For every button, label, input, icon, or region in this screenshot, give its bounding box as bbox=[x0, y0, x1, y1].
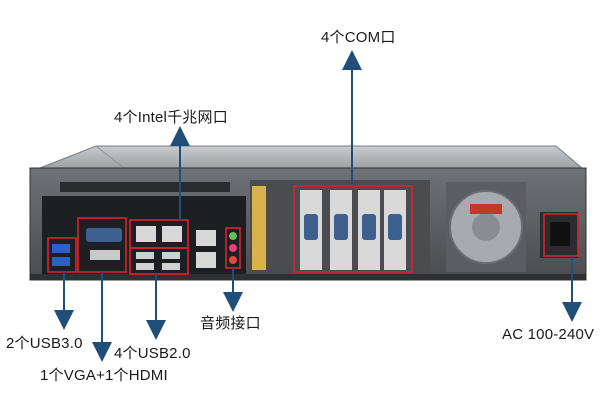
audio-jack bbox=[229, 244, 237, 252]
usb2-port bbox=[136, 263, 154, 270]
com-port bbox=[334, 214, 348, 240]
lan-port bbox=[196, 252, 216, 268]
audio-label: 音频接口 bbox=[200, 315, 261, 332]
power-label: AC 100-240V bbox=[502, 326, 595, 343]
com-label: 4个COM口 bbox=[321, 29, 396, 46]
lan-label: 4个Intel千兆网口 bbox=[114, 109, 228, 126]
hdmi-port bbox=[90, 250, 120, 260]
usb2-port bbox=[162, 252, 180, 259]
usb3-highlight bbox=[47, 237, 77, 273]
chassis-top bbox=[39, 145, 584, 169]
usb2-port bbox=[162, 263, 180, 270]
power-highlight bbox=[543, 213, 579, 257]
chassis-bottom-rim bbox=[30, 274, 586, 280]
usb3-port bbox=[52, 257, 70, 266]
lan-port bbox=[196, 230, 216, 246]
usb2-label: 4个USB2.0 bbox=[114, 345, 191, 362]
vga-hdmi-label: 1个VGA+1个HDMI bbox=[40, 367, 168, 384]
audio-jack bbox=[229, 256, 237, 264]
psu-fan-hub bbox=[472, 213, 500, 241]
com-highlight bbox=[293, 185, 413, 273]
lid-edge bbox=[95, 145, 125, 169]
lan-port bbox=[136, 226, 156, 242]
lan-port bbox=[162, 226, 182, 242]
com-port bbox=[362, 214, 376, 240]
slot-bracket bbox=[252, 186, 266, 270]
vga-hdmi-ports bbox=[86, 228, 122, 260]
power-inlet bbox=[550, 222, 570, 246]
usb2-ports bbox=[136, 252, 180, 270]
vga-port bbox=[86, 228, 122, 242]
audio-jack bbox=[229, 232, 237, 240]
lan-ports bbox=[136, 226, 216, 268]
com-port bbox=[388, 214, 402, 240]
usb3-port bbox=[52, 244, 70, 253]
usb3-ports bbox=[52, 244, 70, 266]
audio-jacks bbox=[229, 232, 237, 264]
usb2-port bbox=[136, 252, 154, 259]
fan-badge bbox=[470, 204, 502, 214]
usb3-label: 2个USB3.0 bbox=[6, 335, 83, 352]
io-vent bbox=[60, 182, 230, 192]
com-port bbox=[304, 214, 318, 240]
usb2-highlight bbox=[129, 247, 189, 275]
com-ports bbox=[304, 214, 402, 240]
